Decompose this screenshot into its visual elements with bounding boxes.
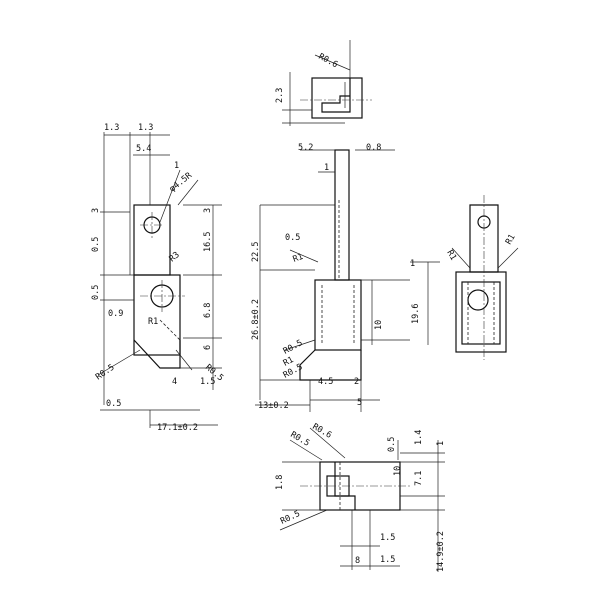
front-d52: 5.2 (298, 143, 313, 153)
left-r05: R0.5 (94, 363, 117, 383)
bottom-d8: 8 (355, 556, 360, 566)
front-d10: 10 (374, 320, 384, 330)
front-d13: 13±0.2 (258, 401, 289, 411)
left-d68: 6.8 (203, 303, 213, 318)
front-r05a: R0.5 (282, 338, 305, 356)
top-r06: R0.6 (317, 52, 340, 70)
left-d54: 5.4 (136, 144, 151, 154)
top-d23: 2.3 (275, 88, 285, 103)
front-d05: 0.5 (285, 233, 300, 243)
left-d05: 0.5 (91, 237, 101, 252)
left-d05b: 0.5 (91, 285, 101, 300)
front-d45: 4.5 (318, 377, 333, 387)
left-d1: 1 (174, 161, 179, 171)
bottom-view: R0.6 R0.5 0.5 1.4 1 10 7.1 1.8 R0.5 1.5 … (275, 422, 446, 572)
left-d13b: 1.3 (138, 123, 153, 133)
left-d4: 4 (172, 377, 177, 387)
left-d3: 3 (91, 208, 101, 213)
bottom-d14: 1.4 (414, 430, 424, 445)
front-d225: 22.5 (251, 242, 261, 262)
front-d08: 0.8 (366, 143, 381, 153)
left-d165: 16.5 (203, 232, 213, 252)
bottom-r05b: R0.5 (279, 509, 302, 527)
left-d6: 6 (203, 345, 213, 350)
front-d2: 2 (354, 377, 359, 387)
left-r1: R1 (148, 317, 158, 327)
front-d268: 26.8±0.2 (251, 299, 261, 340)
side-r1b: R1 (504, 233, 518, 247)
front-view: 5.2 0.8 1 22.5 0.5 R1 26.8±0.2 10 19.6 R… (251, 143, 440, 412)
bottom-d15a: 1.5 (380, 533, 395, 543)
bottom-d15b: 1.5 (380, 555, 395, 565)
side-r1a: R1 (444, 249, 458, 263)
left-d15: 1.5 (200, 377, 215, 387)
left-d13a: 1.3 (104, 123, 119, 133)
front-d196: 19.6 (411, 304, 421, 324)
left-d171: 17.1±0.2 (157, 423, 198, 433)
bottom-d1: 1 (436, 441, 446, 446)
bottom-d149: 14.9±0.2 (436, 531, 446, 572)
left-d3b: 3 (203, 208, 213, 213)
top-view: R0.6 2.3 (275, 40, 372, 126)
front-d1r: 1 (410, 259, 415, 269)
front-d5: 5 (357, 398, 362, 408)
bottom-d05: 0.5 (387, 437, 397, 452)
left-view: 1.3 1.3 5.4 1 φ4.5R 3 3 0.5 R3 16.5 0.5 … (91, 123, 225, 433)
front-r1b: R1 (282, 355, 296, 369)
front-d1: 1 (324, 163, 329, 173)
bottom-d71: 7.1 (414, 471, 424, 486)
side-view: R1 R1 (444, 195, 519, 360)
left-d09: 0.9 (108, 309, 123, 319)
bottom-d10: 10 (393, 466, 403, 476)
bottom-d18: 1.8 (275, 475, 285, 490)
left-phi45: φ4.5R (168, 170, 195, 194)
left-d05c: 0.5 (106, 399, 121, 409)
front-r1: R1 (292, 252, 305, 265)
